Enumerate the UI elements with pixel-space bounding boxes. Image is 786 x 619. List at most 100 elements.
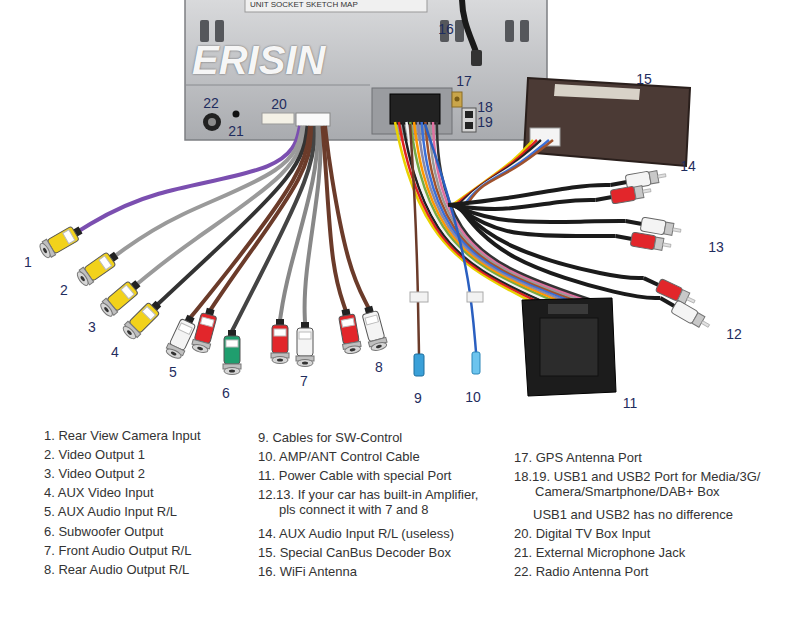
callout-number: 7 (300, 373, 308, 389)
rca-ring (75, 270, 90, 287)
av-cable (323, 126, 346, 310)
wifi-antenna-cable (462, 0, 476, 52)
callout-number: 9 (414, 390, 422, 406)
rca-body (224, 336, 240, 364)
canbus-decoder-box (524, 78, 690, 166)
parts-list-item: 6. Subwoofer Output (44, 524, 163, 539)
rca-hole (103, 306, 109, 313)
parts-list-item: 22. Radio Antenna Port (514, 564, 648, 579)
rca-sleeve (649, 171, 659, 184)
parts-list-item: 20. Digital TV Box Input (514, 526, 650, 541)
rca-hole (197, 346, 204, 350)
parts-list-item: 15. Special CanBus Decoder Box (258, 545, 451, 560)
power-connector-latch (548, 304, 588, 314)
rca-hole (302, 362, 308, 365)
rca-tag (341, 318, 354, 327)
parts-list-item: 2. Video Output 1 (44, 447, 145, 462)
canbus-wire (467, 140, 553, 205)
rca-pin (701, 321, 709, 328)
rca-socket (98, 276, 144, 318)
rca-body (610, 186, 636, 204)
parts-list-item: 11. Power Cable with special Port (258, 468, 451, 483)
rca-tag (274, 329, 286, 336)
rca-ring (370, 341, 387, 352)
callout-number: 17 (456, 73, 472, 89)
rca-ring (297, 360, 313, 367)
power-wire (418, 122, 568, 302)
rca-tag (201, 317, 214, 327)
rca-cable (450, 200, 596, 209)
rca-sleeve (654, 237, 664, 250)
callout-number: 8 (375, 359, 383, 375)
rca-ring (38, 242, 52, 259)
usb-port-housing (462, 108, 476, 132)
usb-port (465, 111, 473, 118)
rca-body (362, 311, 385, 342)
callout-number: 13 (708, 239, 724, 255)
rca-tag (121, 285, 134, 299)
rca-cable-end (616, 236, 634, 239)
rca-hole (80, 275, 86, 282)
parts-list-item: USB1 and USB2 has no difference (533, 507, 733, 522)
amp-control-wire (425, 124, 476, 352)
parts-list-item: 21. External Microphone Jack (514, 545, 685, 560)
rca-socket (191, 307, 220, 355)
parts-list-item: 8. Rear Audio Output R/L (44, 562, 189, 577)
rca-cable-end (611, 182, 629, 185)
rca-tag (178, 323, 192, 334)
power-wire (414, 122, 562, 302)
rca-cable-end (626, 221, 644, 224)
rca-socket (164, 313, 199, 361)
rca-body (194, 313, 217, 344)
parts-list-item: 16. WiFi Antenna (258, 564, 357, 579)
wifi-antenna-plug (471, 50, 482, 66)
rca-plug (614, 229, 672, 253)
rca-body (630, 232, 656, 250)
parts-list-item: 12.13. If your car has built-in Amplifie… (258, 487, 492, 517)
chassis-sticker (245, 0, 427, 12)
rca-body (640, 217, 666, 235)
rca-cable (448, 185, 611, 205)
rca-pin (673, 228, 681, 232)
parts-list-item: 4. AUX Video Input (44, 485, 154, 500)
rca-socket (337, 308, 362, 355)
rca-cable-end (660, 298, 676, 307)
rca-hole (277, 359, 283, 362)
rca-cable-end (644, 278, 660, 286)
sticker-text: UNIT SOCKET SKETCH MAP (250, 0, 358, 10)
rca-socket (271, 319, 289, 364)
rca-plug (657, 292, 712, 332)
rca-hole (42, 247, 48, 254)
radio-antenna-pin (208, 118, 216, 126)
rca-hole (170, 351, 177, 356)
parts-list-item: 14. AUX Audio Input R/L (useless) (258, 526, 454, 541)
rca-cable (458, 205, 660, 298)
rca-ring (191, 343, 208, 354)
av-cable (305, 126, 321, 323)
usb-port (465, 122, 473, 129)
parts-list-item: 17. GPS Antenna Port (514, 450, 642, 465)
rca-hole (126, 329, 132, 335)
rca-ring (121, 324, 137, 340)
rca-sleeve (664, 222, 674, 235)
parts-list-item: 1. Rear View Camera Input (44, 428, 201, 443)
watermark: ERISIN (192, 38, 325, 83)
vent-slot (520, 20, 529, 42)
sw-control-wire (410, 124, 419, 355)
callout-number: 10 (465, 389, 481, 405)
cable-tag (467, 292, 483, 302)
gps-pin (455, 97, 460, 102)
rca-plug (641, 272, 698, 308)
parts-list-item: 3. Video Output 2 (44, 466, 145, 481)
rca-socket (121, 297, 165, 341)
rca-ring (99, 301, 115, 318)
callout-number: 2 (60, 282, 68, 298)
rca-pin (687, 297, 696, 303)
callout-number: 14 (680, 158, 696, 174)
rca-socket (75, 248, 122, 288)
gps-antenna-port (452, 92, 462, 107)
power-connector (522, 298, 616, 396)
rca-hole (229, 370, 235, 373)
callout-number: 18 (477, 99, 493, 115)
